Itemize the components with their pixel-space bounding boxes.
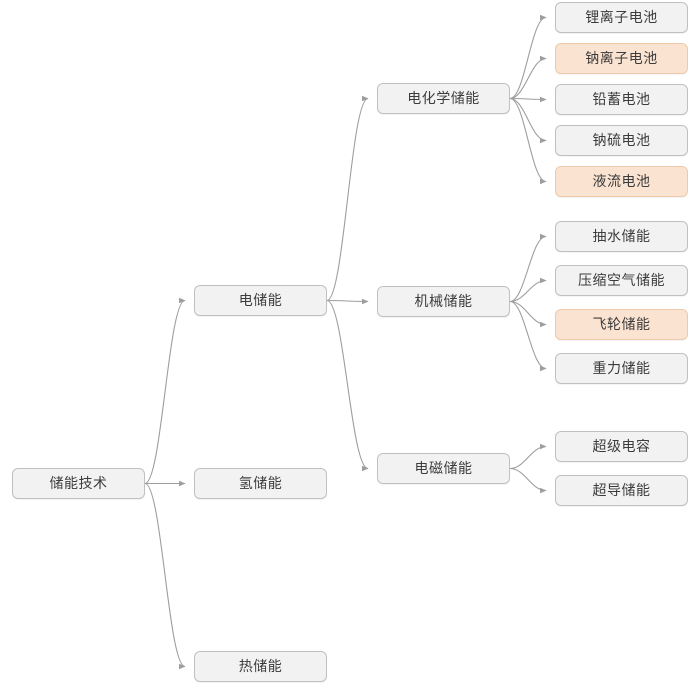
node-label: 钠离子电池 — [585, 50, 658, 67]
node-l1c[interactable]: 热储能 — [194, 651, 327, 682]
node-label: 铅蓄电池 — [592, 91, 651, 108]
node-l1a[interactable]: 电储能 — [194, 285, 327, 316]
node-label: 钠硫电池 — [592, 132, 651, 149]
node-l2a[interactable]: 电化学储能 — [377, 83, 510, 114]
node-label: 飞轮储能 — [592, 316, 651, 333]
node-l3a3[interactable]: 铅蓄电池 — [555, 84, 688, 115]
node-l3a1[interactable]: 锂离子电池 — [555, 2, 688, 33]
node-l3b3[interactable]: 飞轮储能 — [555, 309, 688, 340]
edge-l2c-to-l3c2 — [509, 467, 547, 494]
edge-group — [144, 14, 547, 670]
node-label: 热储能 — [238, 658, 283, 675]
edge-l2c-to-l3c1 — [509, 443, 547, 470]
node-label: 氢储能 — [238, 475, 283, 492]
edge-l2b-to-l3b1 — [509, 233, 547, 303]
node-l3c2[interactable]: 超导储能 — [555, 475, 688, 506]
node-label: 锂离子电池 — [585, 9, 658, 26]
node-l3a5[interactable]: 液流电池 — [555, 166, 688, 197]
edge-l2b-to-l3b3 — [509, 300, 547, 328]
edge-l2a-to-l3a4 — [509, 97, 547, 144]
edge-l1a-to-l2c — [326, 299, 369, 472]
node-label: 电储能 — [238, 292, 283, 309]
node-l3b1[interactable]: 抽水储能 — [555, 221, 688, 252]
edge-l2b-to-l3b4 — [509, 300, 547, 372]
edge-l2b-to-l3b2 — [509, 277, 547, 303]
edge-l2a-to-l3a1 — [509, 14, 547, 100]
node-label: 电化学储能 — [407, 90, 480, 107]
node-l2b[interactable]: 机械储能 — [377, 286, 510, 317]
node-l3b2[interactable]: 压缩空气储能 — [555, 265, 688, 296]
node-label: 重力储能 — [592, 360, 651, 377]
node-l3c1[interactable]: 超级电容 — [555, 431, 688, 462]
node-label: 压缩空气储能 — [578, 272, 665, 289]
edge-root-to-l1a — [144, 297, 186, 485]
node-label: 机械储能 — [414, 293, 473, 310]
node-l3a2[interactable]: 钠离子电池 — [555, 43, 688, 74]
node-l3a4[interactable]: 钠硫电池 — [555, 125, 688, 156]
node-l1b[interactable]: 氢储能 — [194, 468, 327, 499]
edge-root-to-l1c — [144, 482, 186, 670]
node-label: 储能技术 — [49, 475, 108, 492]
edge-l2a-to-l3a5 — [509, 97, 547, 185]
node-root[interactable]: 储能技术 — [12, 468, 145, 499]
edge-l2a-to-l3a3 — [509, 96, 547, 103]
node-label: 超级电容 — [592, 438, 651, 455]
node-l2c[interactable]: 电磁储能 — [377, 453, 510, 484]
edge-l1a-to-l2a — [326, 95, 369, 302]
node-label: 电磁储能 — [414, 460, 473, 477]
node-label: 抽水储能 — [592, 228, 651, 245]
edge-l2a-to-l3a2 — [509, 55, 547, 100]
node-label: 超导储能 — [592, 482, 651, 499]
node-label: 液流电池 — [592, 173, 651, 190]
node-l3b4[interactable]: 重力储能 — [555, 353, 688, 384]
edge-l1a-to-l2b — [326, 298, 369, 305]
